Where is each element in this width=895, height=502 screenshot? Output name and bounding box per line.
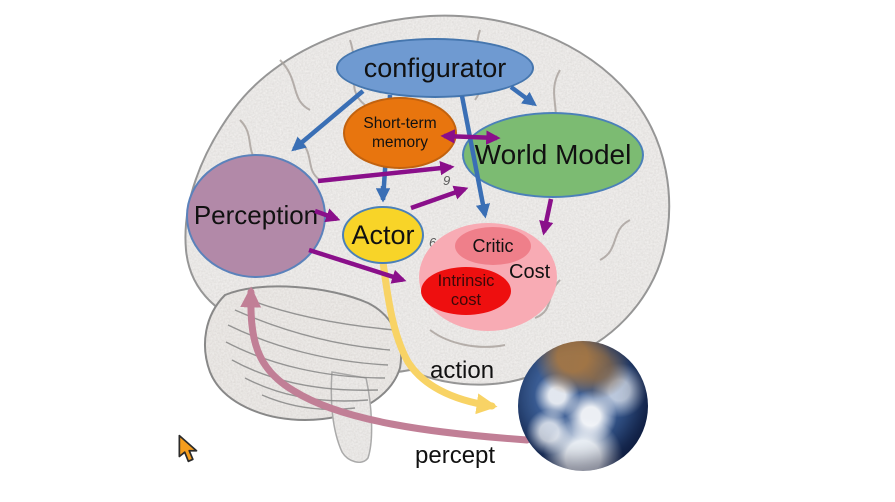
actor-node: Actor — [342, 206, 424, 264]
configurator-node: configurator — [336, 38, 534, 98]
mouse-cursor — [176, 434, 202, 464]
cost-node: Critic Intrinsic cost Cost — [419, 223, 557, 331]
intrinsic-cost-label-line2: cost — [450, 291, 482, 309]
world-model-node: World Model — [462, 112, 644, 198]
critic-node: Critic — [455, 227, 531, 265]
percept-label: percept — [415, 442, 496, 469]
short-term-memory-node: Short-term memory — [343, 97, 457, 169]
brodmann-area-9-label: 9 — [443, 173, 450, 188]
earth-image — [518, 341, 648, 471]
world-model-label: World Model — [474, 139, 632, 171]
configurator-to-world-model-arrow — [509, 85, 537, 107]
actor-to-world-model-arrow — [410, 185, 469, 211]
intrinsic-cost-node: Intrinsic cost — [421, 267, 511, 315]
intrinsic-cost-label-line1: Intrinsic — [437, 272, 495, 290]
world-model-to-cost-arrow — [539, 198, 554, 236]
perception-node: Perception — [186, 154, 326, 278]
configurator-label: configurator — [363, 52, 507, 83]
perception-label: Perception — [193, 200, 319, 231]
short-term-memory-label-line1: Short-term — [363, 115, 437, 132]
actor-label: Actor — [351, 219, 415, 250]
perception-to-world-model-arrow — [317, 160, 455, 184]
short-term-memory-label-line2: memory — [372, 134, 428, 151]
cursor-pointer-icon — [178, 434, 198, 463]
critic-label: Critic — [472, 235, 514, 256]
action-label: action — [430, 357, 495, 384]
cost-label: Cost — [509, 261, 551, 283]
